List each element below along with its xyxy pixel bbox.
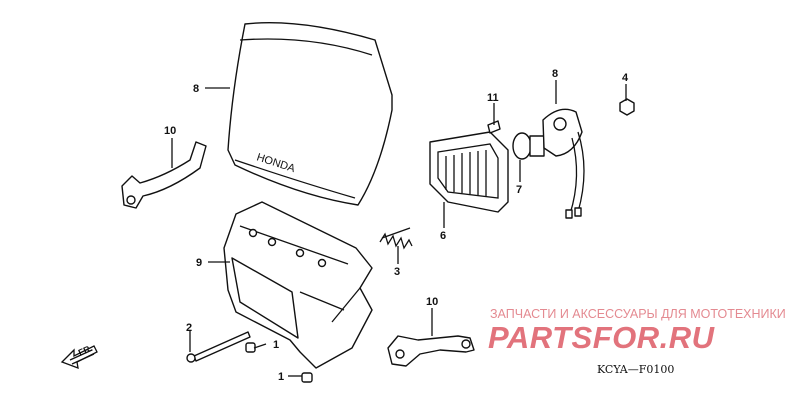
catalog-code: KCYA—F0100 (597, 363, 674, 376)
callout-grommet-upper: 1 (273, 339, 279, 351)
windscreen-part: HONDA (227, 22, 393, 206)
callouts: 8 8 4 11 10 7 6 3 9 2 1 1 10 (164, 68, 629, 383)
callout-nut: 4 (622, 72, 629, 84)
callout-stay-lower: 10 (426, 296, 438, 308)
screw-part (487, 120, 501, 134)
callout-stay-left: 10 (164, 125, 176, 137)
watermark-subtitle: ЗАПЧАСТИ И АКСЕССУАРЫ ДЛЯ МОТОТЕХНИКИ (490, 307, 786, 321)
case-part (223, 201, 373, 369)
callout-bolt: 2 (186, 322, 192, 334)
callout-screw: 11 (487, 92, 499, 104)
bulb-part (512, 132, 545, 160)
front-arrow: FR. (60, 343, 98, 370)
callout-headlight: 6 (440, 230, 446, 242)
grommets-part (245, 342, 313, 383)
stay-left-part (121, 141, 207, 209)
callout-bulb: 7 (516, 184, 522, 196)
callout-socket: 8 (552, 68, 558, 80)
callout-grommet-lower: 1 (278, 371, 284, 383)
leader-lines (171, 80, 627, 377)
callout-windscreen: 8 (193, 83, 199, 95)
callout-case: 9 (196, 257, 202, 269)
bolt-part (186, 331, 251, 363)
watermark-brand: PARTSFOR.RU (488, 320, 716, 355)
nut-part (619, 98, 635, 116)
socket-part (542, 108, 585, 219)
watermark: ЗАПЧАСТИ И АКСЕССУАРЫ ДЛЯ МОТОТЕХНИКИ PA… (488, 307, 786, 355)
headlight-part (429, 131, 509, 213)
stay-lower-part (387, 335, 475, 367)
spring-part (379, 227, 413, 250)
callout-spring: 3 (394, 266, 400, 278)
